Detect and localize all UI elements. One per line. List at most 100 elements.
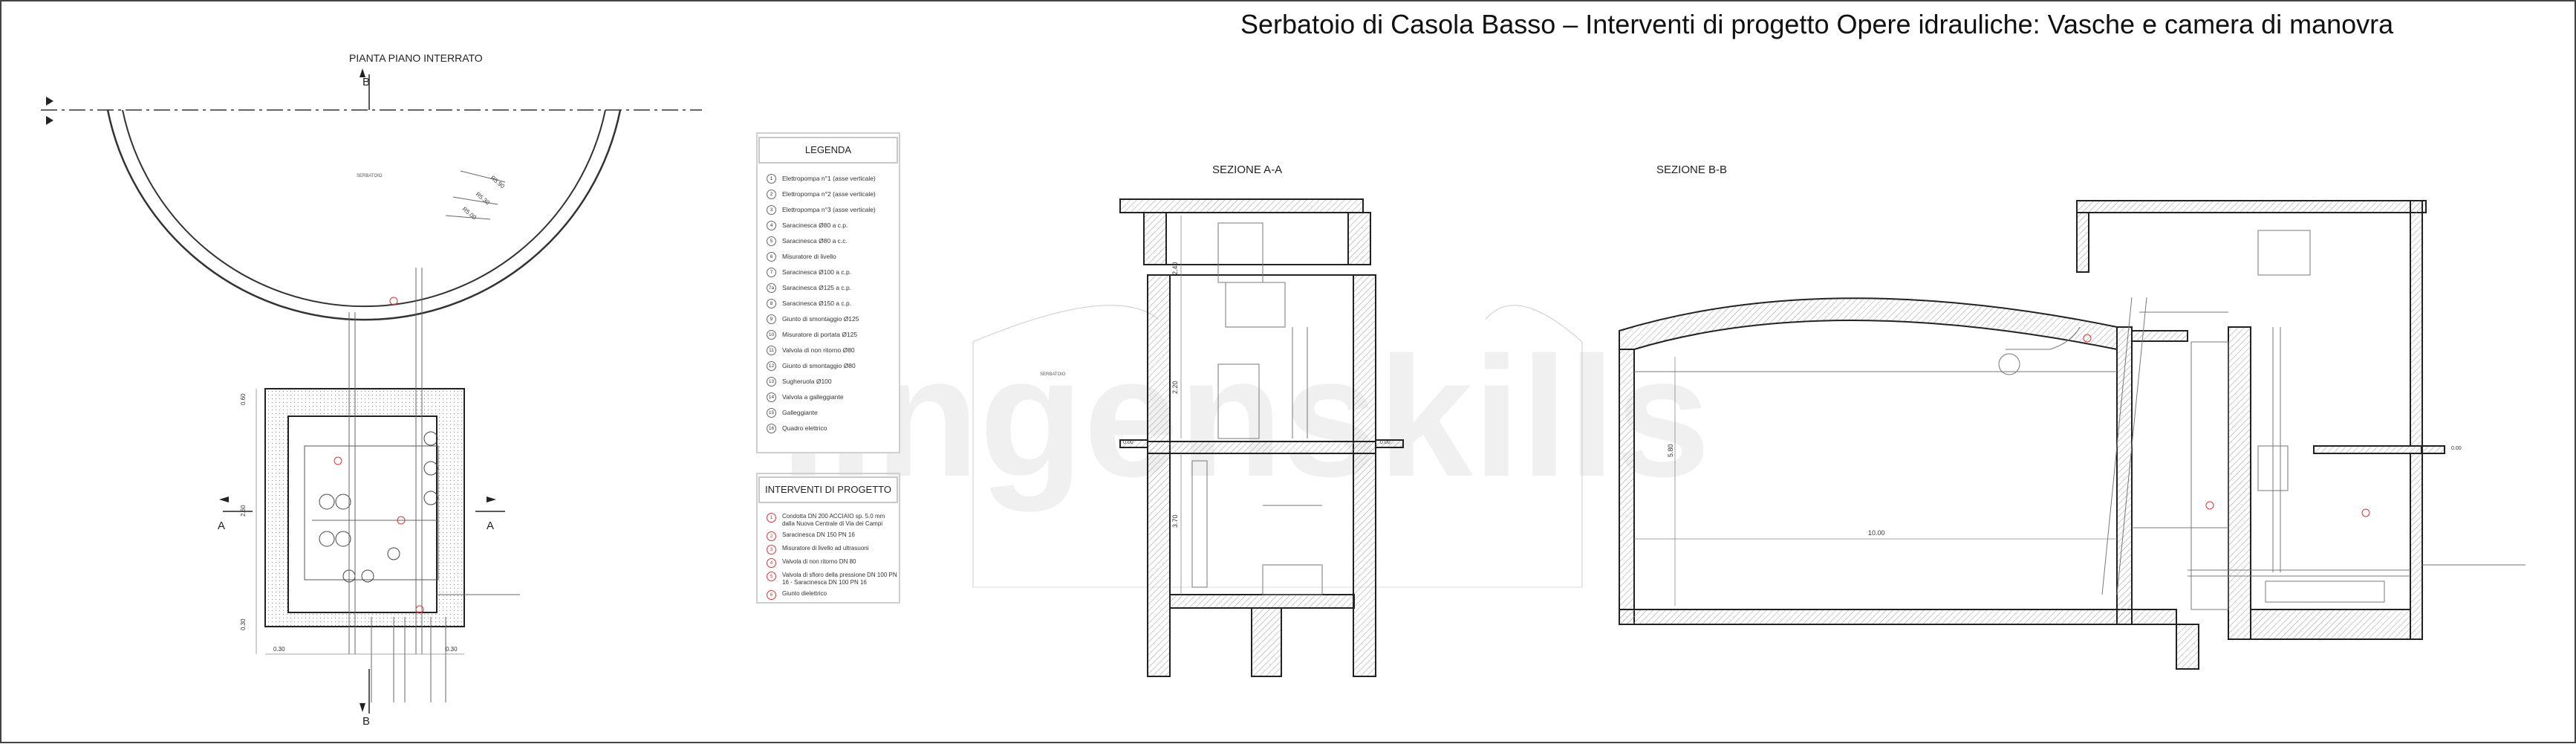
legend-item: 2 Elettropompa n°2 (asse verticale) bbox=[758, 187, 898, 202]
legend-item-number: 12 bbox=[767, 361, 776, 371]
interventi-item-number: 1 bbox=[767, 513, 776, 523]
legend-item: 3 Elettropompa n°3 (asse verticale) bbox=[758, 202, 898, 218]
legend-item-label: Saracinesca Ø125 a c.p. bbox=[782, 284, 852, 291]
section-aa-title: SEZIONE A-A bbox=[1212, 164, 1282, 176]
interventi-item-number: 4 bbox=[767, 558, 776, 568]
interventi-list: 1 Condotta DN 200 ACCIAIO sp. 5.0 mm dall… bbox=[758, 513, 898, 604]
interventi-item-label: Giunto dielettrico bbox=[782, 590, 827, 597]
section-bb: 5.80 10.00 0.00 SEZIONE B-B bbox=[1619, 164, 2525, 670]
legend-item: 8 Saracinesca Ø150 a c.p. bbox=[758, 296, 898, 311]
interventi-item: 2 Saracinesca DN 150 PN 16 bbox=[758, 531, 898, 541]
legend-item: 5 Saracinesca Ø80 a c.c. bbox=[758, 233, 898, 249]
legend-item-label: Misuratore di livello bbox=[782, 253, 836, 260]
legend-item-number: 2 bbox=[767, 190, 776, 199]
legend-item-number: 5 bbox=[767, 236, 776, 246]
section-aa-dim-mid: 2.20 bbox=[1171, 381, 1179, 394]
legend-item-number: 10 bbox=[767, 330, 776, 340]
plan-dim-radius-1: R5.90 bbox=[489, 175, 507, 190]
plan-dim-bottom-right: 0.30 bbox=[446, 646, 458, 653]
interventi-item-number: 5 bbox=[767, 572, 776, 581]
legend-item: 14 Valvola a galleggiante bbox=[758, 389, 898, 405]
interventi-panel bbox=[756, 473, 900, 604]
legend-item-label: Giunto di smontaggio Ø80 bbox=[782, 362, 856, 369]
section-bb-title: SEZIONE B-B bbox=[1656, 164, 1727, 176]
drawing-title: Serbatoio di Casola Basso – Interventi d… bbox=[1240, 9, 2394, 39]
plan-dim-radius-2: R5.30 bbox=[475, 191, 492, 207]
legend-item: 6 Misuratore di livello bbox=[758, 249, 898, 265]
plan-dim-bottom-left: 0.30 bbox=[273, 646, 285, 653]
legend-panel bbox=[756, 132, 900, 453]
legend-item: 12 Giunto di smontaggio Ø80 bbox=[758, 358, 898, 374]
section-aa-dim-top: 2.40 bbox=[1171, 262, 1179, 275]
legend-item-label: Misuratore di portata Ø125 bbox=[782, 331, 858, 338]
plan-dim-left-bottom: 0.30 bbox=[240, 618, 247, 630]
legend-item-label: Elettropompa n°3 (asse verticale) bbox=[782, 206, 876, 213]
legend-item-number: 14 bbox=[767, 392, 776, 402]
legend-item-label: Quadro elettrico bbox=[782, 424, 827, 432]
legend-item-number: 6 bbox=[767, 252, 776, 262]
interventi-item: 6 Giunto dielettrico bbox=[758, 590, 898, 600]
legend-item: 11 Valvola di non ritorno Ø80 bbox=[758, 343, 898, 358]
plan-section-mark-a-left: A bbox=[218, 520, 225, 532]
legend-item-number: 9 bbox=[767, 314, 776, 324]
legend-item-label: Giunto di smontaggio Ø125 bbox=[782, 315, 859, 323]
interventi-item-number: 2 bbox=[767, 531, 776, 541]
plan-dim-radius-3: R5.00 bbox=[461, 206, 478, 221]
plan-section-mark-b-bottom: B bbox=[362, 715, 370, 728]
legend-item-number: 13 bbox=[767, 377, 776, 387]
legend-item-label: Elettropompa n°2 (asse verticale) bbox=[782, 190, 876, 198]
interventi-item-number: 6 bbox=[767, 590, 776, 600]
interventi-item: 5 Valvola di sfioro della pressione DN 10… bbox=[758, 572, 898, 586]
legend-item-label: Saracinesca Ø100 a c.p. bbox=[782, 268, 852, 276]
interventi-item-label: Saracinesca DN 150 PN 16 bbox=[782, 531, 855, 538]
legend-item-number: 7a bbox=[767, 283, 776, 293]
legend-item: 1 Elettropompa n°1 (asse verticale) bbox=[758, 171, 898, 187]
legend-item: 9 Giunto di smontaggio Ø125 bbox=[758, 311, 898, 327]
legend-item: 4 Saracinesca Ø80 a c.p. bbox=[758, 218, 898, 233]
plan-section-mark-b-top: B bbox=[362, 76, 370, 88]
section-bb-level-right: 0.00 bbox=[2451, 446, 2462, 451]
section-bb-dim-height: 5.80 bbox=[1667, 444, 1674, 457]
legend-item: 16 Quadro elettrico bbox=[758, 421, 898, 436]
legend-item-number: 11 bbox=[767, 346, 776, 355]
interventi-item: 3 Misuratore di livello ad ultrasuoni bbox=[758, 545, 898, 554]
legend-item-number: 16 bbox=[767, 424, 776, 433]
legend-item-label: Galleggiante bbox=[782, 409, 818, 416]
plan-dim-left-mid: 2.60 bbox=[240, 505, 247, 517]
legend-item-label: Valvola di non ritorno Ø80 bbox=[782, 346, 855, 354]
legend-item-number: 15 bbox=[767, 408, 776, 418]
interventi-item-number: 3 bbox=[767, 545, 776, 554]
legend-item-label: Elettropompa n°1 (asse verticale) bbox=[782, 175, 876, 182]
section-aa-level-left: 0.00 bbox=[1123, 440, 1133, 445]
section-aa-tank-label: SERBATOIO bbox=[1040, 372, 1066, 377]
watermark-text: lingenskills bbox=[780, 321, 1711, 512]
section-aa: 2.40 2.20 3.70 SERBATOIO 0.00 0.00 SEZIO… bbox=[972, 164, 1583, 677]
legend-item-label: Saracinesca Ø80 a c.p. bbox=[782, 221, 848, 229]
plan-tank-label: SERBATOIO bbox=[357, 174, 383, 178]
legend-item: 15 Galleggiante bbox=[758, 405, 898, 421]
legend-item: 10 Misuratore di portata Ø125 bbox=[758, 327, 898, 343]
legend-item-number: 8 bbox=[767, 299, 776, 308]
section-bb-dim-width: 10.00 bbox=[1868, 529, 1885, 537]
legend-item-number: 3 bbox=[767, 205, 776, 215]
interventi-item-label: Misuratore di livello ad ultrasuoni bbox=[782, 545, 869, 552]
legend-item-label: Saracinesca Ø80 a c.c. bbox=[782, 237, 848, 245]
legend-item-label: Saracinesca Ø150 a c.p. bbox=[782, 300, 852, 307]
plan-section-mark-a-right: A bbox=[487, 520, 494, 532]
plan-title: PIANTA PIANO INTERRATO bbox=[349, 52, 483, 64]
legend-item-number: 1 bbox=[767, 174, 776, 184]
legend-item-number: 4 bbox=[767, 221, 776, 230]
legend-item-label: Valvola a galleggiante bbox=[782, 393, 844, 401]
interventi-title: INTERVENTI DI PROGETTO bbox=[758, 476, 898, 503]
legend-item: 7a Saracinesca Ø125 a c.p. bbox=[758, 280, 898, 296]
plan-dim-left-top: 0.60 bbox=[240, 393, 247, 405]
legend-title: LEGENDA bbox=[758, 137, 898, 164]
interventi-item-label: Condotta DN 200 ACCIAIO sp. 5.0 mm dalla… bbox=[782, 513, 885, 527]
interventi-item-label: Valvola di sfioro della pressione DN 100… bbox=[782, 572, 897, 586]
